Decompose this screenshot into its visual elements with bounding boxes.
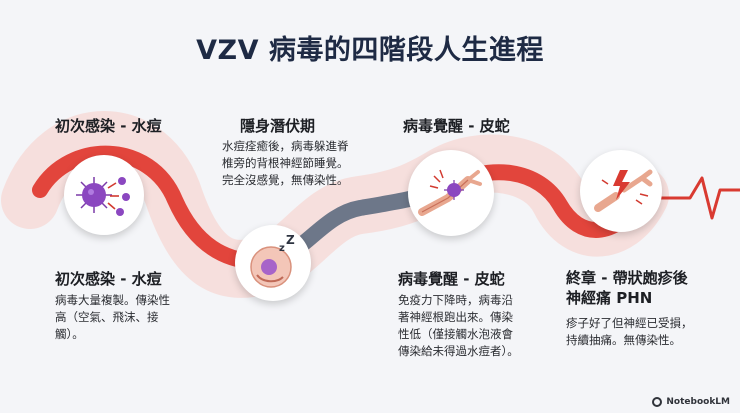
stage-latency-description: 水痘痊癒後，病毒躲進脊 椎旁的背根神經節睡覺。 完全沒感覺，無傳染性。	[222, 139, 349, 187]
svg-text:Z: Z	[286, 233, 295, 247]
sleeping-cell-icon: z Z	[250, 233, 295, 288]
svg-text:z: z	[279, 243, 285, 254]
virus-on-nerve-icon	[418, 169, 482, 216]
stage-reactivation-description: 免疫力下降時，病毒沿 著神經根跑出來。傳染 性低（僅接觸水泡液會 傳染給未得過水…	[398, 293, 519, 358]
stage-infection-description: 病毒大量複製。傳染性 高（空氣、飛沫、接 觸）。	[55, 293, 170, 341]
stage-infection-heading-top: 初次感染 - 水痘	[55, 117, 162, 135]
stage-latency-heading: 隱身潛伏期	[240, 117, 316, 135]
stage-phn-circle	[580, 150, 662, 232]
stage-phn-heading: 終章 - 帶狀皰疹後 神經痛 PHN	[566, 269, 688, 307]
virus-replicating-icon	[76, 177, 130, 216]
stage-latency-circle: z Z	[235, 225, 311, 301]
stage-reactivation-heading-bottom: 病毒覺醒 - 皮蛇	[398, 270, 505, 288]
stage-reactivation-heading-top: 病毒覺醒 - 皮蛇	[403, 117, 510, 135]
notebooklm-watermark: NotebookLM	[652, 397, 730, 407]
stage-infection-circle	[64, 155, 144, 235]
stage-reactivation-circle	[408, 150, 494, 236]
page-title: VZV 病毒的四階段人生進程	[196, 35, 544, 66]
notebooklm-logo-icon	[652, 397, 663, 407]
stage-phn-description: 疹子好了但神經已受損， 持續抽痛。無傳染性。	[566, 316, 693, 347]
damaged-nerve-pain-icon	[594, 169, 653, 212]
stage-infection-heading-bottom: 初次感染 - 水痘	[55, 270, 162, 288]
